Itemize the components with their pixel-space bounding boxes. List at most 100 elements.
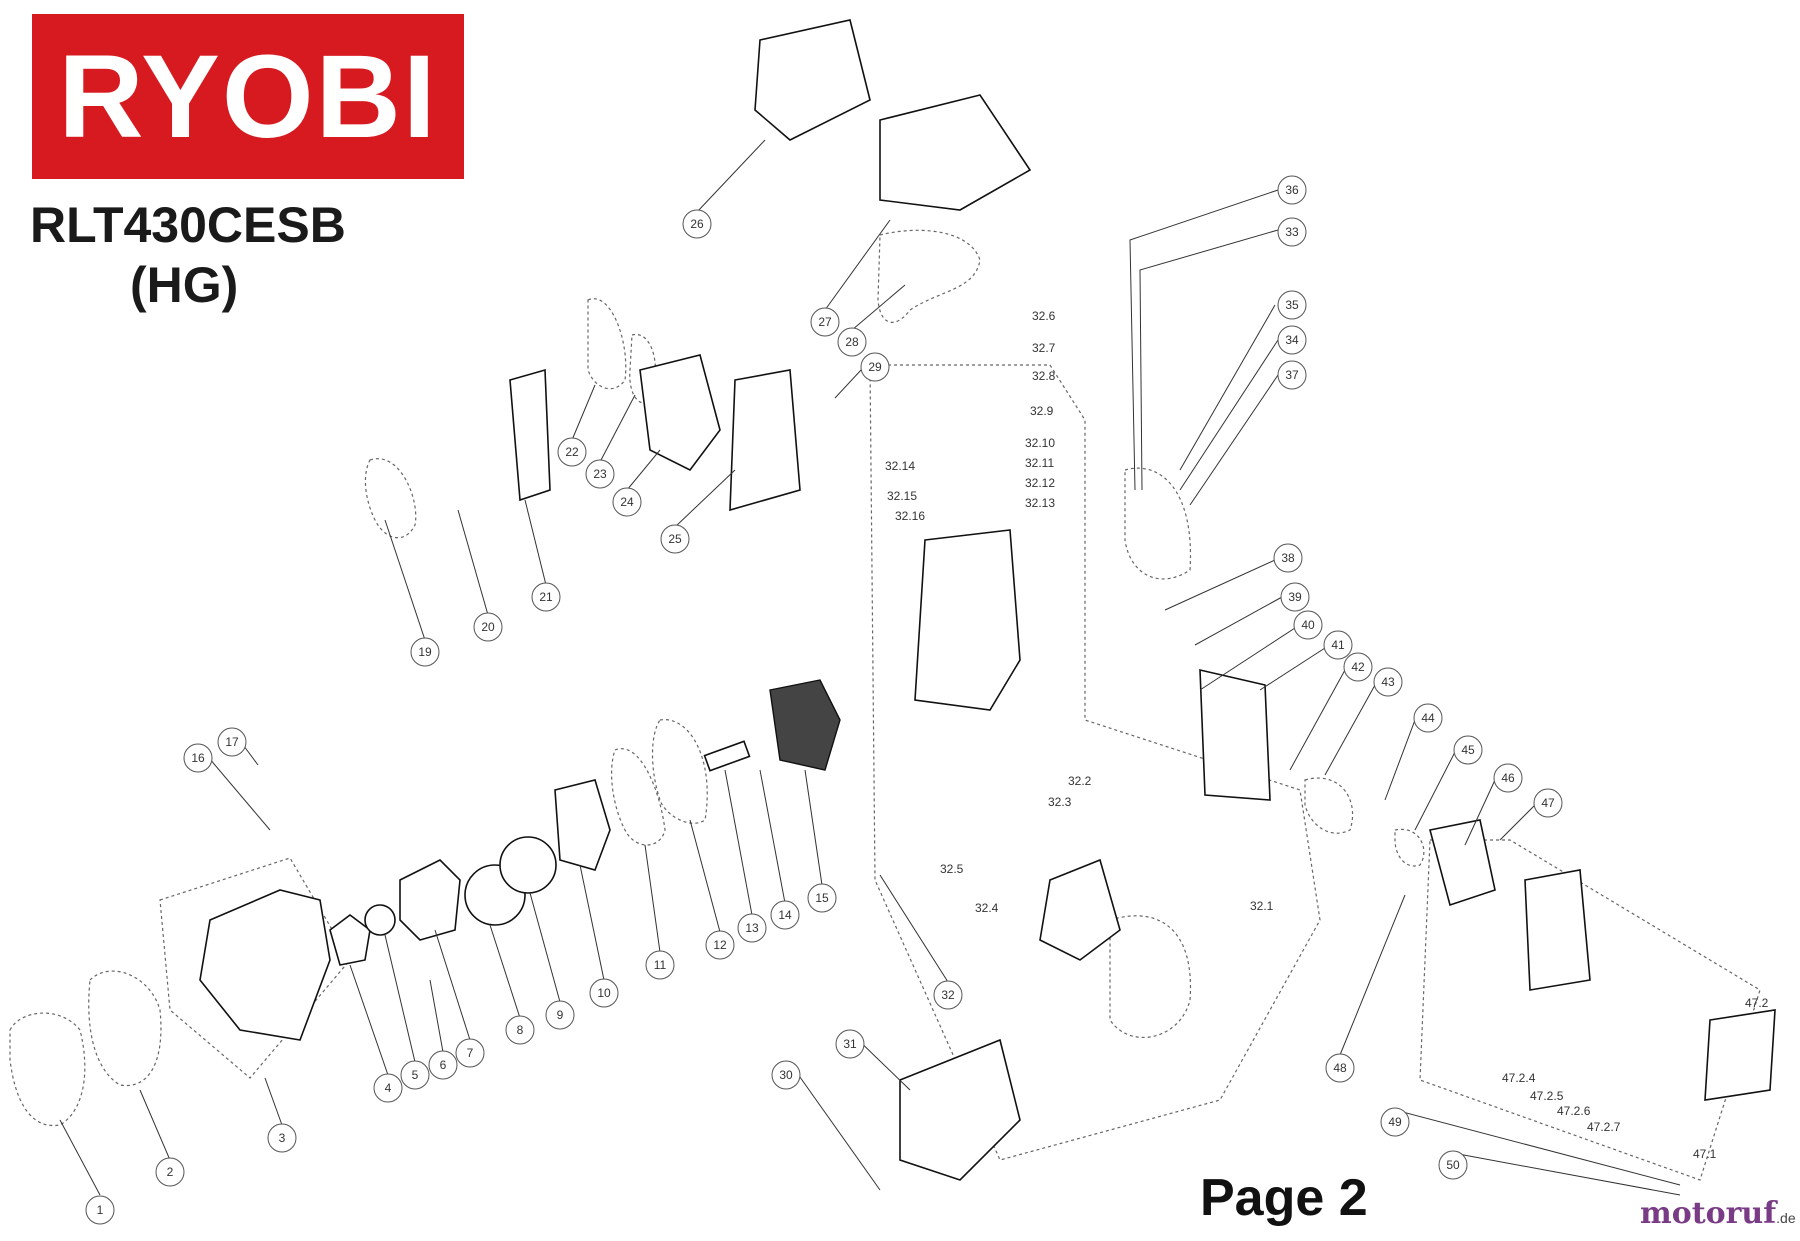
washer-part bbox=[364, 904, 396, 936]
group-outline-32 bbox=[869, 364, 1321, 1161]
leader-lines bbox=[59, 139, 1681, 1196]
leader-44 bbox=[1384, 719, 1416, 801]
callout-8: 8 bbox=[505, 1015, 535, 1045]
callout-16: 16 bbox=[183, 743, 213, 773]
callout-41-label: 41 bbox=[1331, 638, 1345, 652]
callout-29-label: 29 bbox=[868, 360, 882, 374]
sublabel-32-4: 32.4 bbox=[975, 901, 999, 915]
callout-4: 4 bbox=[373, 1073, 403, 1103]
callout-19: 19 bbox=[410, 637, 440, 667]
sublabel-32-1: 32.1 bbox=[1250, 899, 1274, 913]
callout-43: 43 bbox=[1373, 667, 1403, 697]
air-box-cover-part bbox=[1704, 1009, 1776, 1101]
callout-43-label: 43 bbox=[1381, 675, 1395, 689]
callout-39-label: 39 bbox=[1288, 590, 1302, 604]
leader-9 bbox=[529, 892, 561, 1003]
leader-28 bbox=[851, 284, 906, 331]
leader-13 bbox=[724, 769, 753, 916]
leader-10 bbox=[579, 864, 605, 981]
air-filter-cover-part bbox=[639, 354, 721, 472]
callout-37-label: 37 bbox=[1285, 368, 1299, 382]
callout-47-label: 47 bbox=[1541, 796, 1555, 810]
callout-23-label: 23 bbox=[593, 467, 607, 481]
leader-6 bbox=[429, 979, 444, 1053]
callout-31: 31 bbox=[835, 1029, 865, 1059]
group-outline-33 bbox=[1124, 467, 1192, 580]
callout-36-label: 36 bbox=[1285, 183, 1299, 197]
callout-12-label: 12 bbox=[713, 938, 727, 952]
leader-43 bbox=[1324, 684, 1376, 776]
callout-33: 33 bbox=[1277, 217, 1307, 247]
sublabel-32-12: 32.12 bbox=[1025, 476, 1055, 490]
leader-23 bbox=[599, 394, 636, 463]
leader-1 bbox=[59, 1119, 101, 1196]
leader-32 bbox=[879, 874, 949, 983]
callout-21-label: 21 bbox=[539, 590, 553, 604]
callout-50-label: 50 bbox=[1446, 1158, 1460, 1172]
callout-48: 48 bbox=[1325, 1053, 1355, 1083]
leader-19 bbox=[384, 519, 426, 641]
model-number: RLT430CESB bbox=[30, 197, 346, 253]
group-outline-43 bbox=[1304, 777, 1354, 834]
sublabel-32-15: 32.15 bbox=[887, 489, 917, 503]
leader-15 bbox=[804, 769, 823, 886]
callout-32-label: 32 bbox=[941, 988, 955, 1002]
leader-26 bbox=[696, 139, 766, 213]
leader-2 bbox=[139, 1089, 171, 1161]
carburetor-part bbox=[1429, 819, 1496, 907]
callout-35: 35 bbox=[1277, 290, 1307, 320]
leader-4 bbox=[349, 964, 389, 1076]
callout-36: 36 bbox=[1277, 175, 1307, 205]
group-outline-32-1 bbox=[1109, 915, 1192, 1038]
sublabel-47-2-4: 47.2.4 bbox=[1502, 1071, 1536, 1085]
sublabel-32-11: 32.11 bbox=[1025, 456, 1054, 470]
leader-46 bbox=[1464, 779, 1496, 846]
sublabel-32-10: 32.10 bbox=[1025, 436, 1055, 450]
callout-20: 20 bbox=[473, 612, 503, 642]
callout-38-label: 38 bbox=[1281, 551, 1295, 565]
callout-6: 6 bbox=[428, 1050, 458, 1080]
air-box-part bbox=[1524, 869, 1591, 991]
engine-housing-part bbox=[199, 889, 331, 1041]
callout-41: 41 bbox=[1323, 630, 1353, 660]
page-label: Page 2 bbox=[1200, 1169, 1368, 1227]
sublabel-32-16: 32.16 bbox=[895, 509, 925, 523]
callout-28-label: 28 bbox=[845, 335, 859, 349]
callout-44-label: 44 bbox=[1421, 711, 1435, 725]
leader-3 bbox=[264, 1077, 283, 1126]
group-outline-1 bbox=[9, 1012, 86, 1127]
callout-24-label: 24 bbox=[620, 495, 634, 509]
callout-14-label: 14 bbox=[778, 908, 792, 922]
leader-34 bbox=[1179, 339, 1279, 491]
leader-8 bbox=[489, 924, 521, 1019]
leader-39 bbox=[1194, 596, 1283, 646]
callout-30-label: 30 bbox=[779, 1068, 793, 1082]
leader-14 bbox=[759, 769, 786, 904]
leader-21 bbox=[524, 499, 547, 586]
flywheel-part bbox=[769, 679, 841, 771]
leader-11 bbox=[644, 844, 661, 953]
callout-33-label: 33 bbox=[1285, 225, 1299, 239]
callout-5-label: 5 bbox=[412, 1068, 419, 1082]
callout-39: 39 bbox=[1280, 582, 1310, 612]
callout-45-label: 45 bbox=[1461, 743, 1475, 757]
leader-22 bbox=[571, 384, 596, 441]
cylinder-part bbox=[914, 529, 1021, 711]
callout-4-label: 4 bbox=[385, 1081, 392, 1095]
brand-logo: RYOBI bbox=[32, 14, 464, 179]
watermark-suffix: .de bbox=[1776, 1210, 1796, 1226]
leader-50 bbox=[1452, 1152, 1681, 1196]
sublabel-32-9: 32.9 bbox=[1030, 404, 1054, 418]
recoil-reel-part bbox=[499, 836, 557, 894]
callout-27: 27 bbox=[810, 307, 840, 337]
callout-10-label: 10 bbox=[597, 986, 611, 1000]
watermark-name: motoruf bbox=[1640, 1196, 1777, 1231]
sublabel-32-5: 32.5 bbox=[940, 862, 964, 876]
group-outline-22 bbox=[587, 298, 627, 390]
callout-25-label: 25 bbox=[668, 532, 682, 546]
sublabel-47-2-6: 47.2.6 bbox=[1557, 1104, 1591, 1118]
callout-26: 26 bbox=[682, 209, 712, 239]
callout-34: 34 bbox=[1277, 325, 1307, 355]
callout-17-label: 17 bbox=[225, 735, 239, 749]
callout-34-label: 34 bbox=[1285, 333, 1299, 347]
